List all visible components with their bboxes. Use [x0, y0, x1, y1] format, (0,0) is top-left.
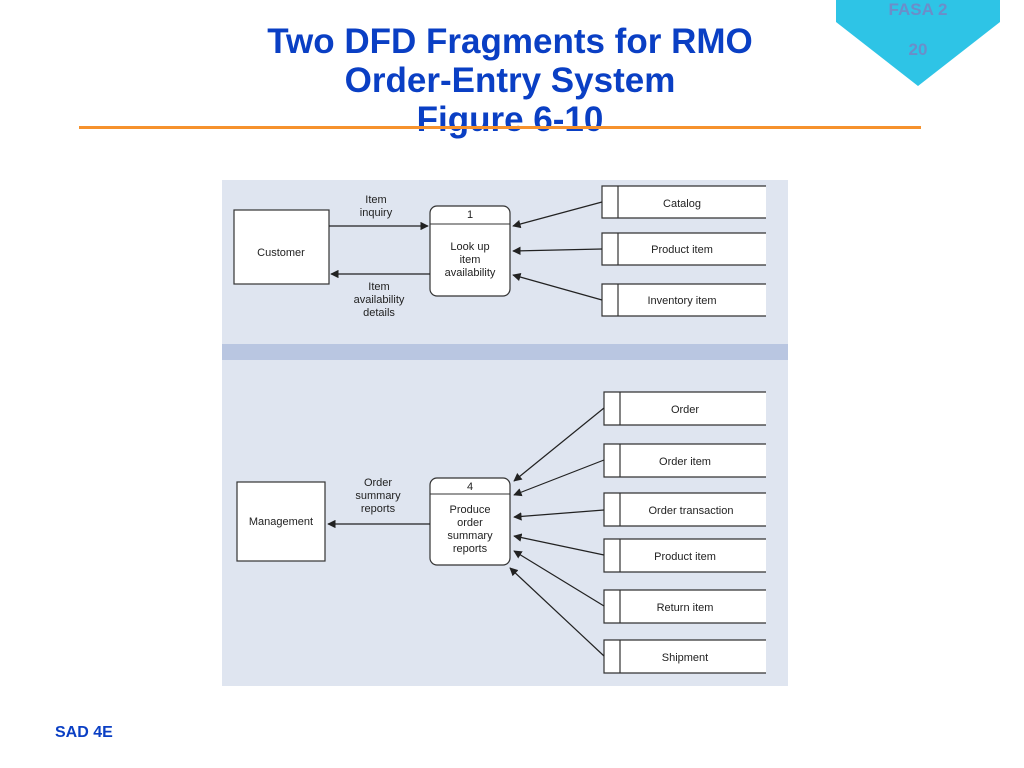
entity-management-label: Management	[249, 516, 313, 528]
data-store-inventory-item: Inventory item	[601, 283, 766, 317]
data-store-box	[602, 233, 766, 265]
title-line-3: Figure 6-10	[416, 100, 604, 139]
phase-badge: FASA 2 20	[836, 0, 1000, 86]
data-store-label: Shipment	[662, 652, 708, 664]
process-4-label-line: summary	[447, 530, 493, 542]
data-store-order-transaction: Order transaction	[603, 492, 766, 527]
process-4	[429, 477, 511, 566]
data-store-label: Product item	[654, 551, 716, 563]
data-store-label: Order	[671, 404, 699, 416]
data-store-label: Inventory item	[647, 295, 716, 307]
flow-product-item	[512, 246, 603, 256]
badge-triangle	[836, 0, 1000, 86]
data-store-box	[604, 392, 766, 425]
data-store-return-item: Return item	[603, 589, 766, 624]
title-line-1: Two DFD Fragments for RMO	[267, 22, 753, 61]
flow-label-line: details	[363, 307, 395, 319]
dfd-diagram: Customer 1 Look up item availability Ite…	[222, 180, 788, 686]
flow-order-transaction	[513, 509, 605, 521]
data-store-order-item: Order item	[603, 443, 766, 478]
entity-customer	[233, 209, 330, 285]
badge-shape	[836, 0, 1000, 86]
flow-return-item	[513, 550, 605, 607]
flow-label-line: Item	[368, 281, 389, 293]
data-store-product-item: Product item	[601, 232, 766, 266]
process-4-number: 4	[467, 481, 473, 493]
data-store-label: Order transaction	[649, 505, 734, 517]
process-1-label-line: availability	[445, 267, 496, 279]
data-store-label: Catalog	[663, 198, 701, 210]
flow-label-line: summary	[355, 490, 401, 502]
process-4-label-line: order	[457, 517, 483, 529]
data-store-label: Return item	[657, 602, 714, 614]
badge-number: 20	[908, 40, 928, 59]
flow-label-line: Item	[365, 194, 386, 206]
fragment-divider	[222, 344, 788, 360]
data-store-box	[602, 284, 766, 316]
data-store-order: Order	[603, 391, 766, 426]
flow-label-line: inquiry	[360, 207, 393, 219]
flow-order	[513, 407, 605, 482]
footer-label: SAD 4E	[55, 724, 113, 741]
process-1	[429, 205, 511, 297]
data-store-shipment: Shipment	[603, 639, 766, 674]
process-1-label-line: Look up	[450, 241, 489, 253]
process-1-number: 1	[467, 209, 473, 221]
data-store-box	[604, 640, 766, 673]
title-line-2: Order-Entry System	[344, 61, 676, 100]
data-store-box	[604, 493, 766, 526]
data-store-box	[604, 590, 766, 623]
data-store-box	[604, 539, 766, 572]
data-store-box	[602, 186, 766, 218]
flow-catalog	[512, 201, 603, 229]
entity-customer-label: Customer	[257, 247, 305, 259]
process-1-label-line: item	[460, 254, 481, 266]
flow-inventory-item	[512, 273, 603, 301]
data-store-catalog: Catalog	[601, 185, 766, 219]
data-store-label: Order item	[659, 456, 711, 468]
slide-title: Two DFD Fragments for RMO Order-Entry Sy…	[150, 22, 870, 139]
flow-shipment	[509, 567, 605, 657]
badge-label: FASA 2	[888, 0, 948, 19]
title-divider	[79, 126, 921, 129]
data-store-label: Product item	[651, 244, 713, 256]
flow-label-line: Order	[364, 477, 392, 489]
data-store-box	[604, 444, 766, 477]
process-4-label-line: Produce	[450, 504, 491, 516]
flow-order-item	[513, 459, 605, 497]
flow-product-item	[513, 533, 605, 556]
flow-label-line: reports	[361, 503, 396, 515]
process-4-label-line: reports	[453, 543, 488, 555]
entity-management	[236, 481, 326, 562]
dfd-figure: Customer 1 Look up item availability Ite…	[222, 180, 788, 686]
flow-label-line: availability	[354, 294, 405, 306]
data-store-product-item-2: Product item	[603, 538, 766, 573]
